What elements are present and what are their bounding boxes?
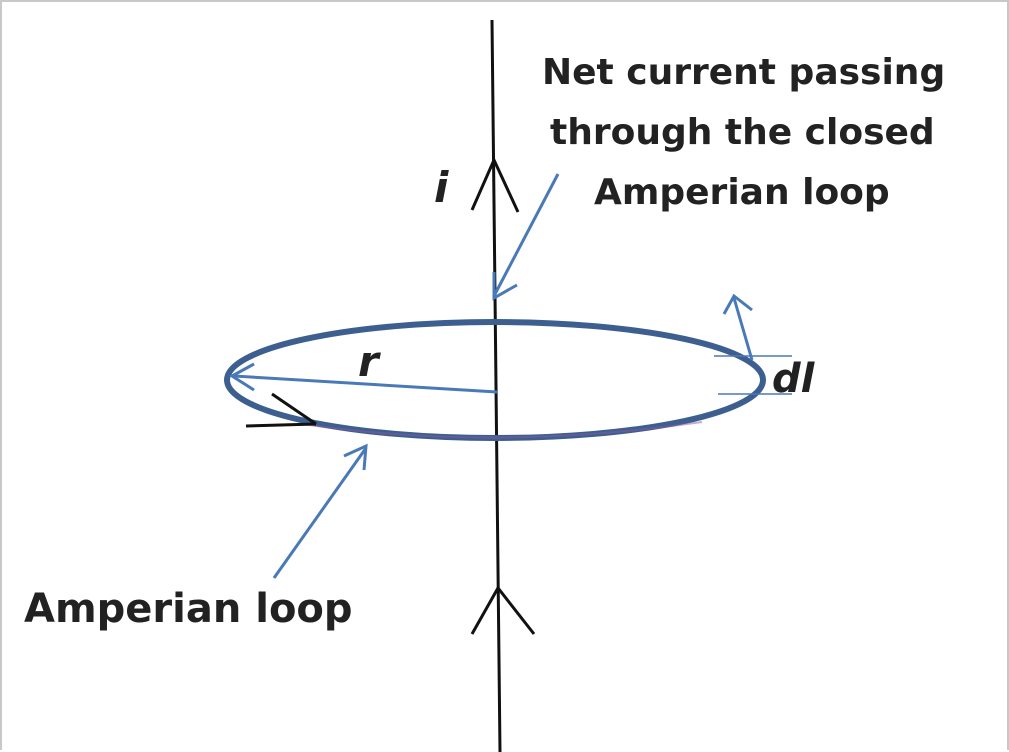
radius-label: r	[358, 337, 381, 386]
dl-tangent-arrowhead	[722, 293, 753, 315]
loop-pointer-line	[272, 447, 368, 579]
net-current-text-line2: through the closed	[550, 112, 935, 153]
loop-direction-arrowhead-top	[271, 392, 317, 426]
dl-label: dl	[772, 356, 816, 402]
current-wire	[490, 19, 502, 752]
current-arrowhead-upper	[470, 156, 520, 213]
current-label: i	[434, 163, 449, 212]
dl-tangent-line	[732, 297, 754, 361]
net-current-text-line3: Amperian loop	[594, 172, 890, 213]
amperian-loop-front-arc	[301, 421, 703, 439]
net-current-pointer-line	[492, 173, 560, 297]
net-current-pointer-arrowhead	[492, 272, 518, 301]
loop-direction-arrowhead-bottom	[245, 422, 317, 428]
loop-pointer-arrowhead	[343, 443, 368, 471]
current-arrowhead-lower	[470, 585, 536, 635]
radius-arrowhead	[229, 362, 255, 392]
radius-line	[233, 374, 498, 394]
net-current-text-line1: Net current passing	[542, 52, 945, 93]
amperian-loop-label: Amperian loop	[24, 586, 353, 632]
